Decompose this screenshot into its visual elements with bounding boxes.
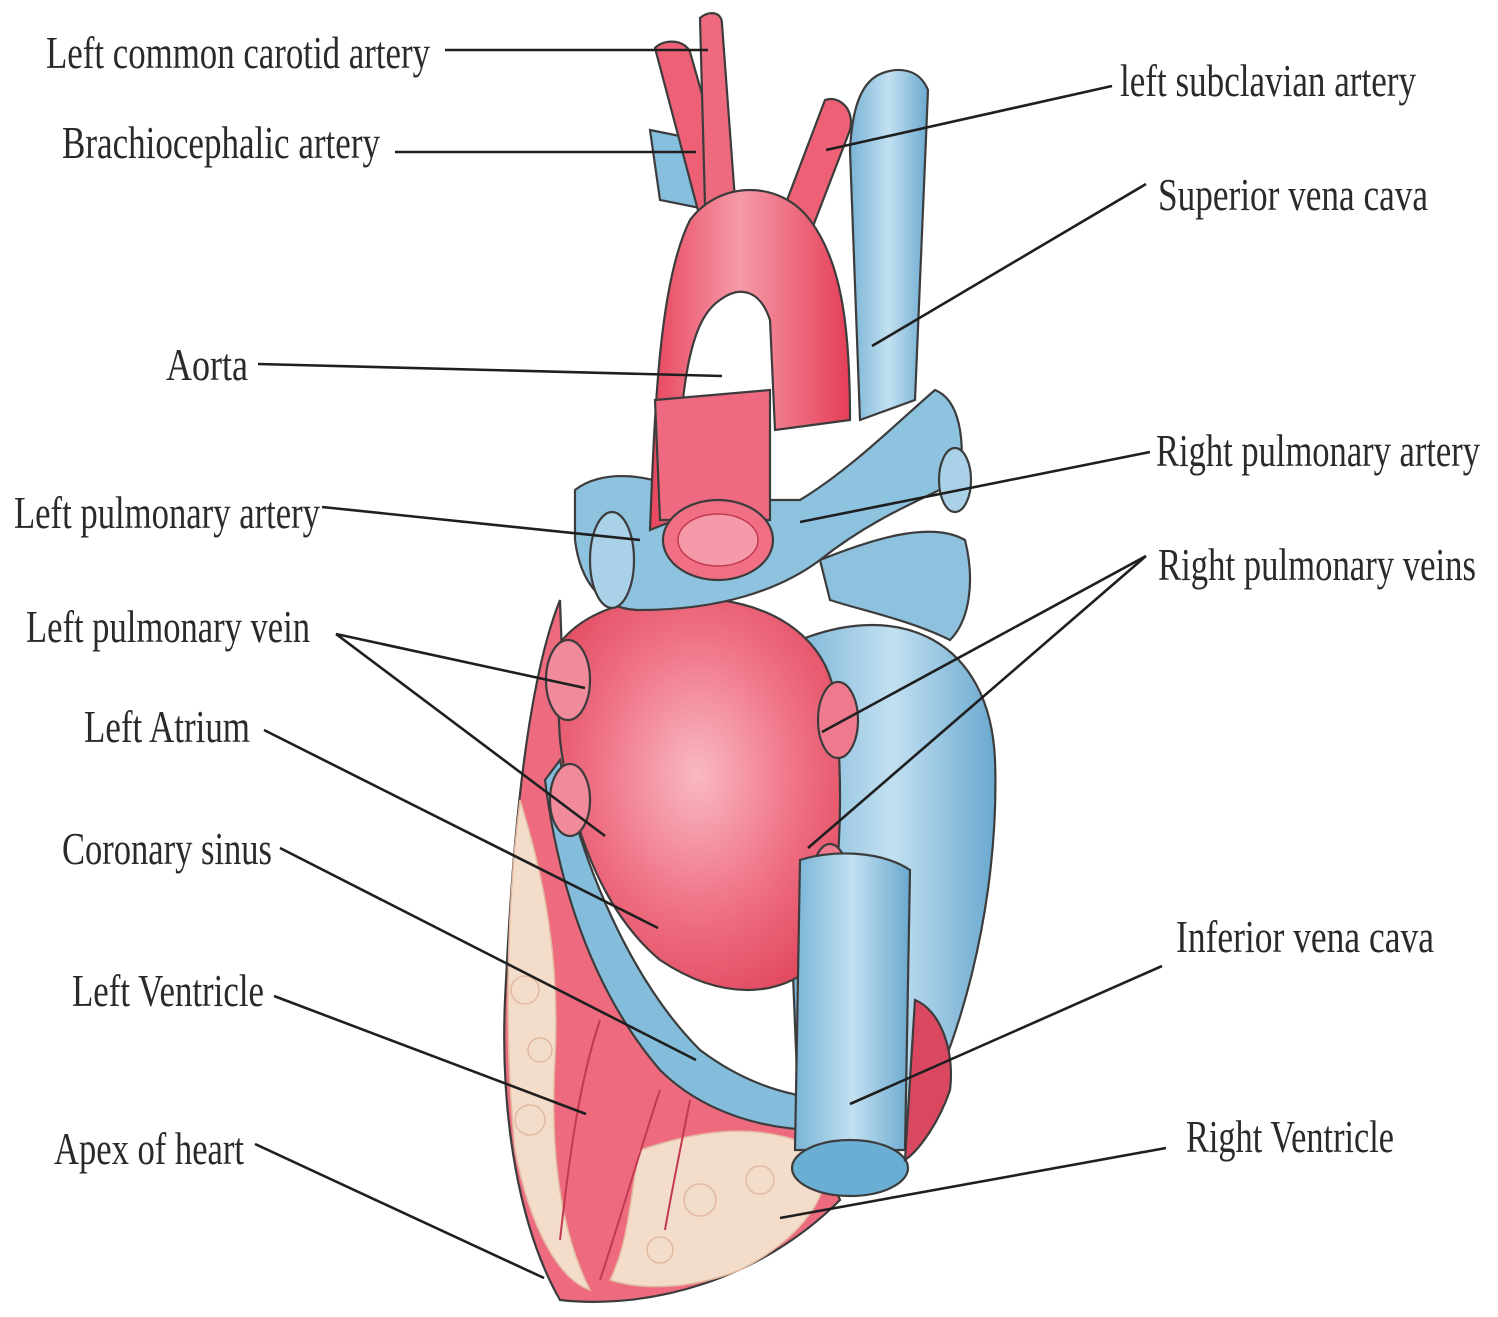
label-right-ventricle: Right Ventricle (1186, 1111, 1394, 1162)
labels-left: Left common carotid artery Brachiocephal… (14, 27, 430, 1174)
label-apex-of-heart: Apex of heart (54, 1123, 244, 1174)
label-left-ventricle: Left Ventricle (72, 965, 264, 1016)
label-right-pulmonary-artery: Right pulmonary artery (1156, 425, 1480, 476)
label-left-pulmonary-vein: Left pulmonary vein (26, 601, 310, 652)
leader-aorta (258, 364, 722, 376)
label-left-atrium: Left Atrium (84, 701, 250, 752)
label-left-common-carotid-artery: Left common carotid artery (46, 27, 430, 78)
label-superior-vena-cava: Superior vena cava (1158, 169, 1428, 220)
inferior-vena-cava-end (792, 1140, 908, 1196)
right-pulmonary-vein-upper (818, 682, 858, 758)
left-pulmonary-artery-end (590, 512, 634, 608)
heart-illustration (504, 13, 995, 1302)
label-right-pulmonary-veins: Right pulmonary veins (1158, 539, 1476, 590)
superior-vena-cava-vessel (850, 70, 928, 420)
right-pulmonary-artery-end (939, 448, 971, 512)
label-inferior-vena-cava: Inferior vena cava (1176, 911, 1434, 962)
labels-right: left subclavian artery Superior vena cav… (1120, 55, 1480, 1162)
inferior-vena-cava-vessel (795, 853, 910, 1150)
leader-apex (255, 1144, 544, 1278)
right-pulmonary-branch (820, 532, 970, 640)
label-aorta: Aorta (166, 339, 248, 390)
label-left-subclavian-artery: left subclavian artery (1120, 55, 1416, 106)
label-coronary-sinus: Coronary sinus (62, 823, 272, 874)
label-brachiocephalic-artery: Brachiocephalic artery (62, 117, 380, 168)
carotid-branch-2 (700, 13, 735, 205)
aorta-cut-end-inner (678, 514, 758, 566)
label-left-pulmonary-artery: Left pulmonary artery (14, 487, 320, 538)
